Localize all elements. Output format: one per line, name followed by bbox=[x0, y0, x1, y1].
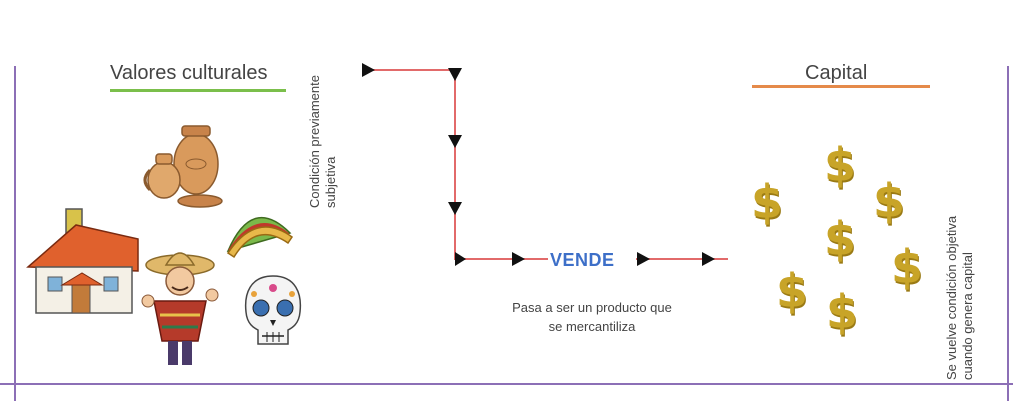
capital-underline bbox=[752, 85, 930, 88]
dollar-sign-icon: $ bbox=[824, 138, 857, 192]
arrowhead-down-2 bbox=[448, 202, 462, 215]
house-icon bbox=[26, 208, 139, 314]
flow-path bbox=[362, 69, 728, 260]
dollar-sign-icon: $ bbox=[824, 212, 857, 266]
arrowhead-start bbox=[362, 63, 375, 77]
arrowhead-right-2 bbox=[637, 252, 650, 266]
dollar-sign-icon: $ bbox=[873, 174, 906, 228]
sugar-skull-icon bbox=[244, 275, 302, 345]
arrowhead-right-1 bbox=[512, 252, 525, 266]
commodified-caption: Pasa a ser un producto que se mercantili… bbox=[462, 298, 722, 336]
frame-bottom-line bbox=[0, 383, 1013, 385]
arrowhead-corner-bottom bbox=[455, 252, 466, 266]
arrowhead-corner-top bbox=[448, 68, 462, 81]
dollar-sign-icon: $ bbox=[776, 264, 809, 318]
arrowhead-down-1 bbox=[448, 135, 462, 148]
dollar-sign-icon: $ bbox=[891, 240, 924, 294]
arrowhead-right-3 bbox=[702, 252, 715, 266]
taco-icon bbox=[226, 216, 294, 259]
pottery-icon bbox=[143, 125, 223, 208]
dollar-sign-icon: $ bbox=[826, 285, 859, 339]
cultural-values-title: Valores culturales bbox=[110, 62, 268, 84]
commodified-caption-line-2: se mercantiliza bbox=[548, 319, 636, 334]
mariachi-figure-icon bbox=[141, 252, 219, 365]
cultural-values-underline bbox=[110, 89, 286, 92]
capital-title: Capital bbox=[805, 62, 868, 84]
commodified-caption-line-1: Pasa a ser un producto que bbox=[512, 300, 672, 315]
frame-left-line bbox=[14, 66, 16, 401]
frame-right-line bbox=[1007, 66, 1009, 401]
dollar-sign-icon: $ bbox=[751, 175, 784, 229]
sells-label: VENDE bbox=[550, 250, 615, 270]
